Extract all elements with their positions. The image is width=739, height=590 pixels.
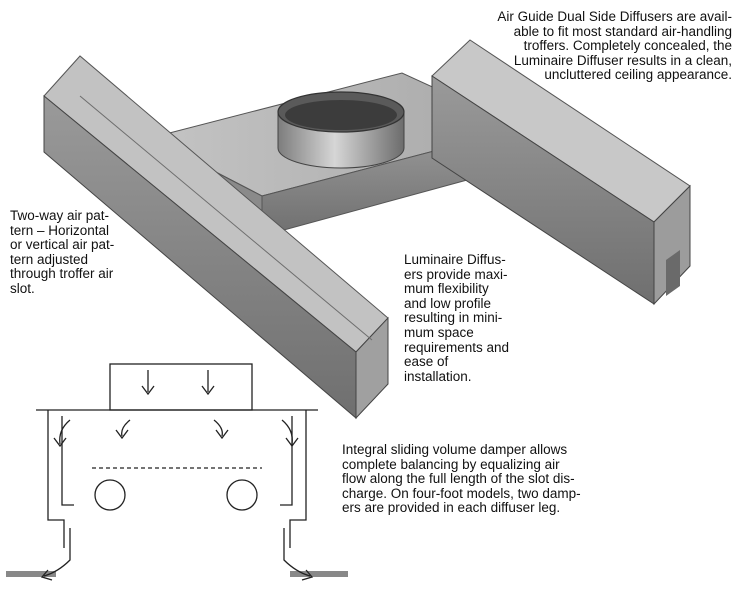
- damper-paragraph: Integral sliding volume damper allows co…: [342, 442, 581, 516]
- airflow-arrow-icon: [283, 528, 314, 581]
- airflow-arrow-icon: [281, 419, 299, 448]
- damper-line: ers are provided in each diffuser leg.: [342, 500, 561, 516]
- air-pattern-line: tern adjusted: [10, 251, 89, 267]
- airflow-arrow-icon: [201, 370, 215, 396]
- airflow-arrow-icon: [213, 419, 229, 440]
- damper-line: complete balancing by equalizing air: [342, 456, 560, 472]
- airflow-arrow-icon: [141, 370, 155, 396]
- intro-line: Air Guide Dual Side Diffusers are avail-: [497, 9, 732, 24]
- luminaire-line: ers provide maxi-: [404, 266, 508, 282]
- air-pattern-line: or vertical air pat-: [10, 237, 115, 253]
- air-pattern-line: tern – Horizontal: [10, 222, 110, 238]
- air-pattern-line: slot.: [10, 280, 35, 296]
- intro-line: troffers. Completely concealed, the: [523, 38, 732, 54]
- damper-line: flow along the full length of the slot d…: [342, 471, 575, 487]
- luminaire-paragraph: Luminaire Diffus- ers provide maxi- mum …: [404, 252, 510, 384]
- luminaire-line: resulting in mini-: [404, 310, 503, 326]
- damper-line: Integral sliding volume damper allows: [342, 442, 568, 457]
- left-diffuser-leg: [43, 55, 389, 420]
- intro-line: uncluttered ceiling appearance.: [544, 67, 732, 83]
- right-diffuser-leg: [431, 39, 691, 306]
- airflow-arrow-icon: [115, 419, 131, 440]
- cross-section-diagram: [6, 363, 348, 581]
- luminaire-line: requirements and: [404, 339, 510, 355]
- intro-line: Luminaire Diffuser results in a clean,: [513, 52, 732, 68]
- plenum-section: [109, 363, 253, 411]
- luminaire-line: mum space: [404, 324, 474, 340]
- luminaire-line: Luminaire Diffus-: [404, 252, 506, 267]
- intro-paragraph: Air Guide Dual Side Diffusers are avail-…: [497, 9, 732, 83]
- air-pattern-line: Two-way air pat-: [10, 208, 110, 223]
- luminaire-line: installation.: [404, 368, 472, 384]
- intro-line: able to fit most standard air-handling: [513, 23, 732, 39]
- air-pattern-paragraph: Two-way air pat- tern – Horizontal or ve…: [10, 208, 115, 297]
- air-pattern-line: through troffer air: [10, 266, 114, 282]
- airflow-arrow-icon: [53, 419, 71, 448]
- luminaire-line: ease of: [404, 354, 449, 370]
- airflow-arrow-icon: [40, 528, 71, 581]
- luminaire-line: and low profile: [404, 295, 492, 311]
- luminaire-line: mum flexibility: [404, 281, 489, 297]
- damper-line: charge. On four-foot models, two damp-: [342, 485, 581, 501]
- inlet-collar: [277, 91, 405, 169]
